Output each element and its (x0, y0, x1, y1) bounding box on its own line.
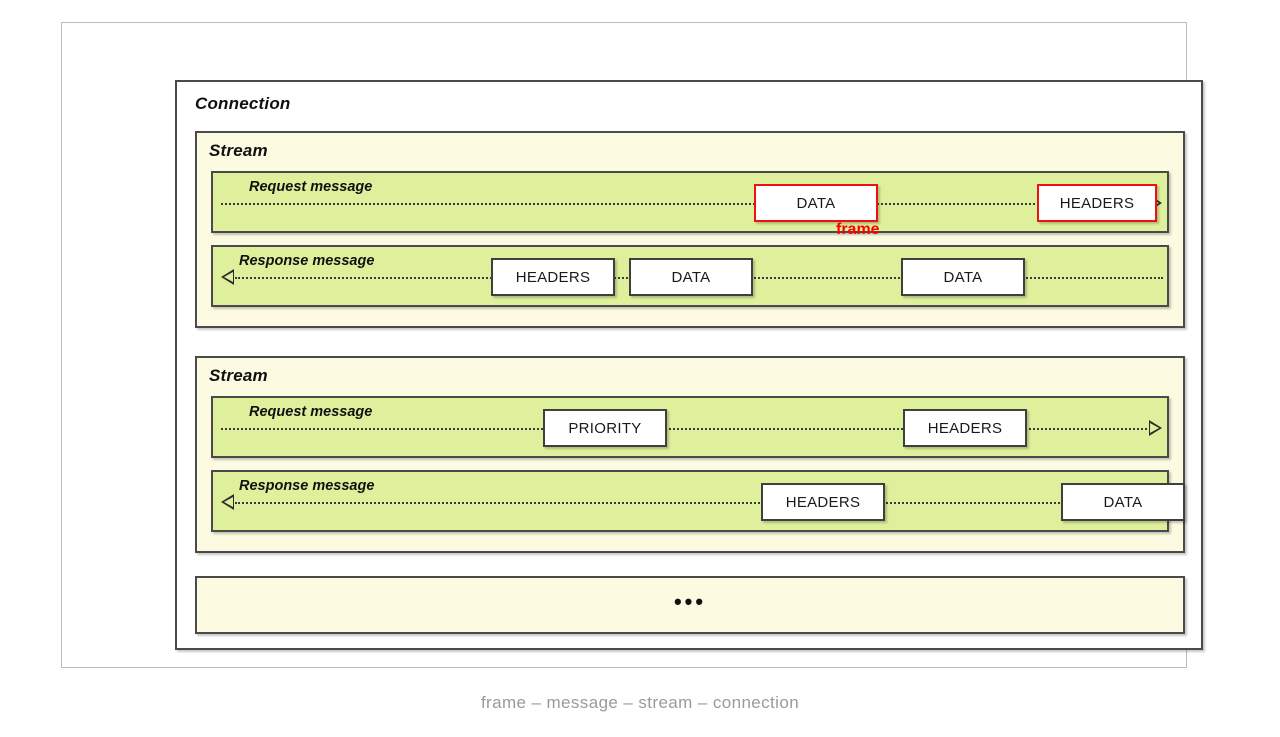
frame-box-headers[interactable]: HEADERS (491, 258, 615, 296)
stream-title-1: Stream (209, 141, 268, 160)
ellipsis-icon: ••• (673, 589, 707, 614)
figure-caption: frame – message – stream – connection (480, 693, 800, 712)
connection-title: Connection (195, 94, 291, 113)
more-streams-container: ••• (195, 576, 1185, 634)
stream-container-1: Stream Request message DATA HEADERS Resp… (195, 131, 1185, 328)
frame-box-data[interactable]: DATA (754, 184, 878, 222)
response-message-label-1: Response message (239, 253, 375, 269)
request-message-row-1: Request message DATA HEADERS (211, 171, 1169, 233)
frame-box-data[interactable]: DATA (901, 258, 1025, 296)
frame-box-headers[interactable]: HEADERS (1037, 184, 1157, 222)
response-message-row-2: Response message HEADERS DATA (211, 470, 1185, 532)
frame-box-headers[interactable]: HEADERS (903, 409, 1027, 447)
flow-line-3 (221, 428, 1151, 430)
stream-container-2: Stream Request message PRIORITY HEADERS … (195, 356, 1185, 553)
frame-annotation-label: frame (836, 221, 880, 238)
request-message-label-2: Request message (249, 404, 373, 420)
stream-title-2: Stream (209, 366, 268, 385)
response-message-label-2: Response message (239, 478, 375, 494)
response-message-row-1: Response message HEADERS DATA DATA (211, 245, 1169, 307)
request-message-label-1: Request message (249, 179, 373, 195)
arrow-left-icon-2 (221, 494, 234, 510)
frame-box-data[interactable]: DATA (629, 258, 753, 296)
arrow-left-icon-1 (221, 269, 234, 285)
frame-box-data[interactable]: DATA (1061, 483, 1185, 521)
frame-box-priority[interactable]: PRIORITY (543, 409, 667, 447)
flow-line-4 (235, 502, 1163, 504)
diagram-outer-frame: Connection Stream Request message DATA H… (61, 22, 1203, 668)
frame-box-headers[interactable]: HEADERS (761, 483, 885, 521)
arrow-right-icon-2 (1149, 420, 1162, 436)
flow-line-1 (221, 203, 1151, 205)
connection-container: Connection Stream Request message DATA H… (175, 80, 1203, 650)
request-message-row-2: Request message PRIORITY HEADERS (211, 396, 1169, 458)
